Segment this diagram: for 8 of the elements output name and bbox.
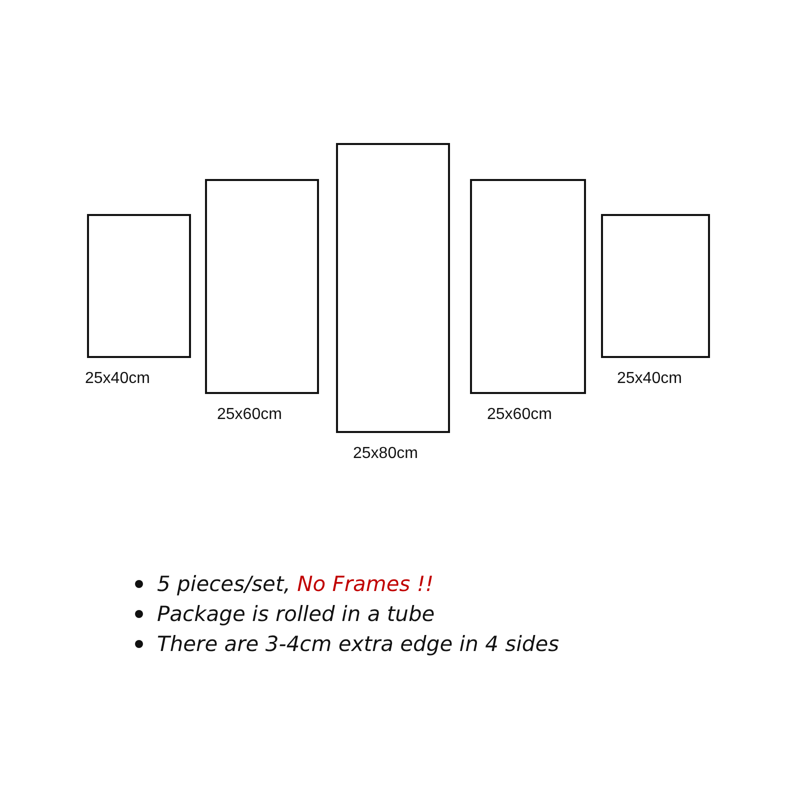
note-text: 5 pieces/set, No Frames !!: [157, 572, 434, 596]
note-text: There are 3-4cm extra edge in 4 sides: [157, 632, 560, 656]
dimension-label: 25x60cm: [217, 406, 282, 424]
dimension-label: 25x40cm: [617, 370, 682, 388]
dimension-label: 25x40cm: [85, 370, 150, 388]
note-text: Package is rolled in a tube: [157, 602, 435, 626]
dimension-label: 25x80cm: [353, 445, 418, 463]
dimension-label: 25x60cm: [487, 406, 552, 424]
